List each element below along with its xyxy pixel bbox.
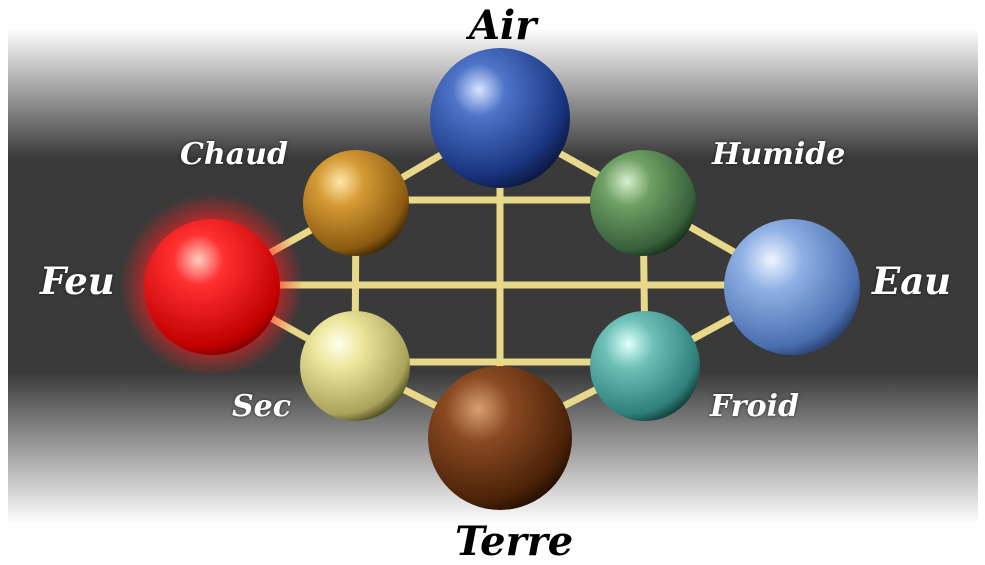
label-terre: Terre [455,518,574,565]
sphere-chaud [303,150,409,256]
spheres [120,48,860,510]
label-humide: Humide [712,137,846,172]
sphere-sec [300,311,410,421]
sphere-feu [144,219,280,355]
label-feu: Feu [40,259,115,303]
label-chaud: Chaud [180,137,288,172]
sphere-froid [590,311,700,421]
sphere-air [430,48,570,188]
sphere-eau [724,219,860,355]
sphere-terre [428,366,572,510]
label-air: Air [469,2,537,49]
label-sec: Sec [232,389,292,424]
label-eau: Eau [872,259,952,303]
label-froid: Froid [710,389,799,424]
sphere-humide [590,150,696,256]
